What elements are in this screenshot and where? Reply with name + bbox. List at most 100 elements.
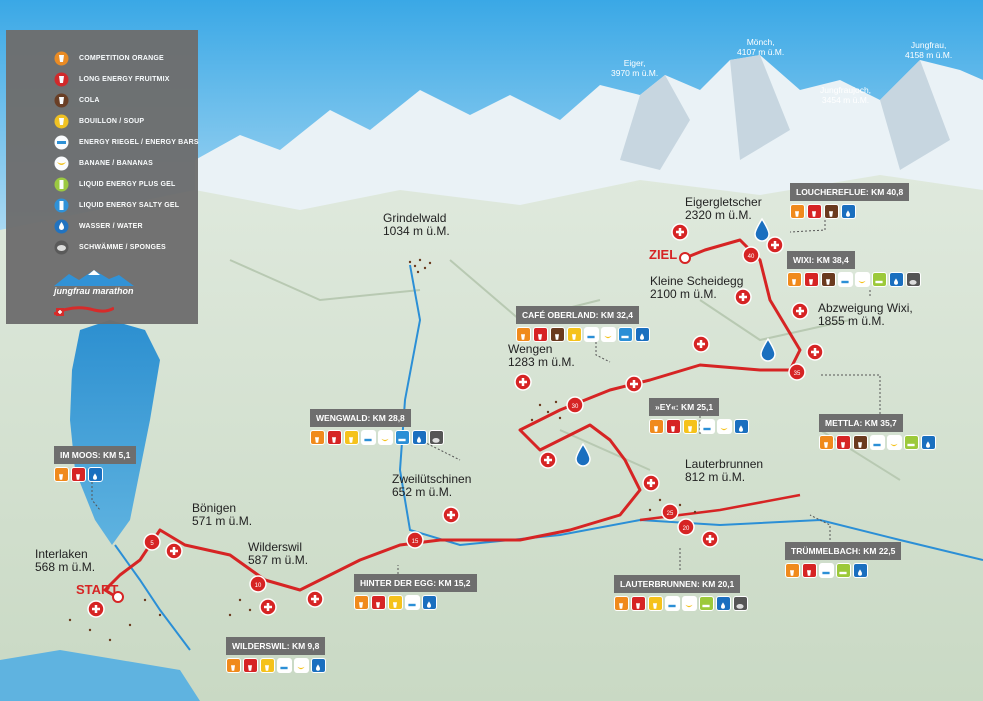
station-icons xyxy=(819,435,936,450)
energy-bar-icon xyxy=(405,595,420,610)
red-cup-icon xyxy=(807,204,822,219)
first-aid-icon xyxy=(671,223,689,241)
first-aid-icon xyxy=(692,335,710,353)
station-mettla: METTLA: KM 35,7 xyxy=(819,411,936,450)
peak-altitude: 4158 m ü.M. xyxy=(905,50,953,60)
station-icons xyxy=(354,595,477,610)
water-drop-icon xyxy=(921,435,936,450)
red-cup-icon xyxy=(804,272,819,287)
place-altitude: 1283 m ü.M. xyxy=(508,355,575,369)
mountain-logo-icon xyxy=(54,270,134,286)
place-name: Grindelwald xyxy=(383,211,447,225)
sponge-icon xyxy=(54,240,69,255)
legend-item: LIQUID ENERGY PLUS GEL xyxy=(6,176,175,192)
jungfrau-marathon-logo: jungfrau marathon xyxy=(54,270,164,320)
km-marker: 25 xyxy=(661,503,679,521)
station-title: LAUTERBRUNNEN: KM 20,1 xyxy=(614,575,741,593)
legend-item: WASSER / WATER xyxy=(6,218,143,234)
first-aid-icon xyxy=(642,474,660,492)
soup-cup-icon xyxy=(683,419,698,434)
station-cafe-oberland: CAFÉ OBERLAND: KM 32,4 xyxy=(516,303,650,342)
km-marker: 40 xyxy=(742,246,760,264)
peak-altitude: 3454 m ü.M. xyxy=(821,95,870,105)
water-drop-icon xyxy=(754,217,770,242)
peak-eiger: Eiger,3970 m ü.M. xyxy=(611,58,658,78)
first-aid-icon xyxy=(306,590,324,608)
red-cup-icon xyxy=(836,435,851,450)
sponge-icon xyxy=(733,596,748,611)
water-drop-icon xyxy=(760,337,776,362)
km-marker: 20 xyxy=(677,518,695,536)
station-hinter-der-egg: HINTER DER EGG: KM 15,2 xyxy=(354,571,477,610)
banana-icon xyxy=(378,430,393,445)
station-title: »EY«: KM 25,1 xyxy=(649,398,720,416)
peak-name: Jungfrau, xyxy=(910,40,947,50)
svg-text:30: 30 xyxy=(572,404,579,410)
place-altitude: 568 m ü.M. xyxy=(35,560,96,574)
legend-label: WASSER / WATER xyxy=(79,222,143,230)
place-name: Eigergletscher xyxy=(685,195,762,209)
finish-label: ZIEL xyxy=(649,247,678,262)
station-title: WIXI: KM 38,4 xyxy=(787,251,855,269)
soup-cup-icon xyxy=(567,327,582,342)
legend-label: BOUILLON / SOUP xyxy=(79,117,145,125)
orange-cup-icon xyxy=(226,658,241,673)
place-altitude: 2100 m ü.M. xyxy=(650,287,717,301)
lake-brienz xyxy=(70,320,160,545)
station-icons xyxy=(787,272,921,287)
soup-cup-icon xyxy=(388,595,403,610)
first-aid-icon xyxy=(734,288,752,306)
water-drop-icon xyxy=(853,563,868,578)
peak-altitude: 4107 m ü.M. xyxy=(737,47,785,57)
station-icons xyxy=(310,430,444,445)
place-name: Interlaken xyxy=(35,547,88,561)
banana-icon xyxy=(887,435,902,450)
plus-gel-icon xyxy=(836,563,851,578)
red-cup-icon xyxy=(71,467,86,482)
legend-item: BANANE / BANANAS xyxy=(6,155,153,171)
red-cup-icon xyxy=(666,419,681,434)
water-drop-icon xyxy=(88,467,103,482)
first-aid-icon xyxy=(791,302,809,320)
plus-gel-icon xyxy=(904,435,919,450)
svg-text:10: 10 xyxy=(255,583,262,589)
km-marker: 35 xyxy=(788,363,806,381)
legend-label: LIQUID ENERGY PLUS GEL xyxy=(79,180,176,188)
red-cup-icon xyxy=(631,596,646,611)
station-wixi: WIXI: KM 38,4 xyxy=(787,248,921,287)
station-icons xyxy=(226,658,326,673)
orange-cup-icon xyxy=(790,204,805,219)
station-icons xyxy=(614,596,748,611)
valley-land xyxy=(0,175,983,701)
energy-bar-icon xyxy=(700,419,715,434)
orange-cup-icon xyxy=(516,327,531,342)
place-name: Kleine Scheidegg xyxy=(650,274,744,288)
cola-cup-icon xyxy=(550,327,565,342)
first-aid-icon xyxy=(539,451,557,469)
orange-cup-icon xyxy=(354,595,369,610)
water-drop-icon xyxy=(889,272,904,287)
first-aid-icon xyxy=(87,600,105,618)
station-louchereflue: LOUCHEREFLUE: KM 40,8 xyxy=(790,180,910,219)
place-altitude: 1034 m ü.M. xyxy=(383,224,450,238)
legend-label: LONG ENERGY FRUITMIX xyxy=(79,75,170,83)
red-cup-icon xyxy=(54,72,69,87)
legend-item: SCHWÄMME / SPONGES xyxy=(6,239,166,255)
legend-item: ENERGY RIEGEL / ENERGY BARS xyxy=(6,134,199,150)
legend-label: BANANE / BANANAS xyxy=(79,159,153,167)
energy-bar-icon xyxy=(361,430,376,445)
energy-bar-icon xyxy=(665,596,680,611)
plus-gel-icon xyxy=(699,596,714,611)
svg-text:20: 20 xyxy=(683,526,690,532)
sponge-icon xyxy=(429,430,444,445)
station-icons xyxy=(785,563,901,578)
first-aid-icon xyxy=(442,506,460,524)
station-title: CAFÉ OBERLAND: KM 32,4 xyxy=(516,306,639,324)
orange-cup-icon xyxy=(787,272,802,287)
